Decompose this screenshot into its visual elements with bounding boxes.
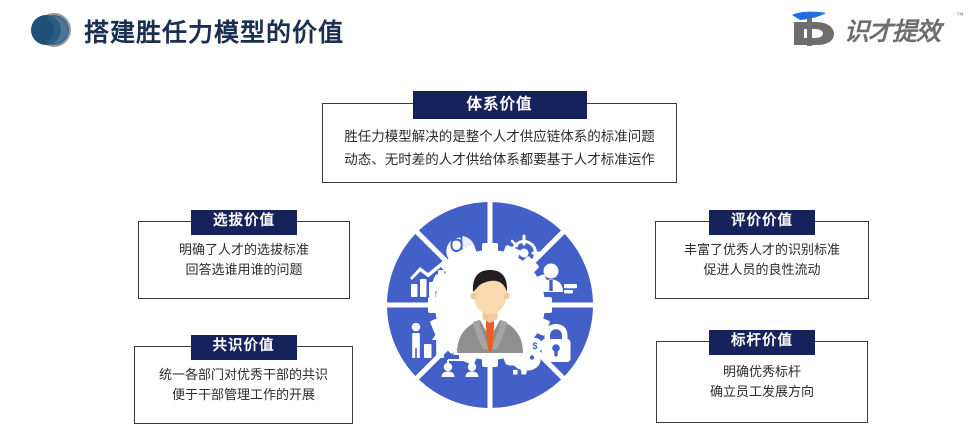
overlapping-circles-logo bbox=[28, 9, 72, 51]
card-selection-title: 选拔价值 bbox=[191, 210, 297, 235]
card-system-title: 体系价值 bbox=[412, 91, 587, 120]
card-benchmark-line-1: 明确优秀标杆 bbox=[722, 364, 801, 379]
card-consensus-value[interactable]: 共识价值 统一各部门对优秀干部的共识 便于干部管理工作的开展 bbox=[134, 335, 353, 424]
card-benchmark-value[interactable]: 标杆价值 明确优秀标杆 确立员工发展方向 bbox=[656, 330, 868, 423]
target-crosshair-icon bbox=[505, 234, 543, 272]
corp-logo: 识才提效 ™ bbox=[786, 8, 964, 48]
card-benchmark-title: 标杆价值 bbox=[709, 330, 815, 355]
card-selection-body: 明确了人才的选拔标准 回答选谁用谁的问题 bbox=[139, 240, 349, 280]
card-system-line-2: 动态、无时差的人才供给体系都要基于人才标准运作 bbox=[344, 151, 655, 167]
page-title: 搭建胜任力模型的价值 bbox=[84, 19, 345, 47]
card-system-body: 胜任力模型解决的是整个人才供应链体系的标准问题 动态、无时差的人才供给体系都要基… bbox=[323, 126, 676, 172]
pie-chart-icon bbox=[446, 236, 476, 265]
user-profile-icon bbox=[539, 263, 577, 294]
card-system-value[interactable]: 体系价值 胜任力模型解决的是整个人才供应链体系的标准问题 动态、无时差的人才供给… bbox=[322, 91, 677, 183]
card-consensus-line-2: 便于干部管理工作的开展 bbox=[171, 387, 315, 403]
svg-text:$: $ bbox=[532, 341, 537, 351]
businessman-avatar bbox=[457, 270, 523, 353]
card-evaluation-title: 评价价值 bbox=[709, 210, 815, 235]
card-evaluation-value[interactable]: 评价价值 丰富了优秀人才的识别标准 促进人员的良性流动 bbox=[655, 210, 869, 299]
card-consensus-line-1: 统一各部门对优秀干部的共识 bbox=[158, 367, 328, 382]
corp-logo-text: 识才提效 bbox=[844, 18, 941, 46]
card-consensus-body: 统一各部门对优秀干部的共识 便于干部管理工作的开展 bbox=[135, 365, 352, 405]
corp-logo-trademark: ™ bbox=[956, 11, 964, 20]
card-selection-line-1: 明确了人才的选拔标准 bbox=[178, 242, 309, 257]
padlock-icon bbox=[541, 324, 571, 362]
piggy-bank-icon: $ bbox=[507, 338, 543, 375]
person-growth-bars-icon bbox=[411, 322, 448, 358]
card-selection-line-2: 回答选谁用谁的问题 bbox=[185, 262, 303, 278]
bar-chart-trend-icon bbox=[410, 260, 445, 297]
card-evaluation-line-2: 促进人员的良性流动 bbox=[703, 262, 821, 278]
card-benchmark-body: 明确优秀标杆 确立员工发展方向 bbox=[657, 362, 867, 402]
card-selection-value[interactable]: 选拔价值 明确了人才的选拔标准 回答选谁用谁的问题 bbox=[138, 210, 350, 299]
card-consensus-title: 共识价值 bbox=[190, 335, 297, 360]
card-benchmark-line-2: 确立员工发展方向 bbox=[709, 384, 814, 400]
card-evaluation-line-1: 丰富了优秀人才的识别标准 bbox=[683, 242, 840, 257]
card-system-line-1: 胜任力模型解决的是整个人才供应链体系的标准问题 bbox=[344, 129, 655, 144]
competency-wheel: $ bbox=[385, 200, 595, 410]
card-evaluation-body: 丰富了优秀人才的识别标准 促进人员的良性流动 bbox=[656, 240, 868, 280]
page-header: 搭建胜任力模型的价值 识才提效 ™ bbox=[0, 0, 980, 60]
